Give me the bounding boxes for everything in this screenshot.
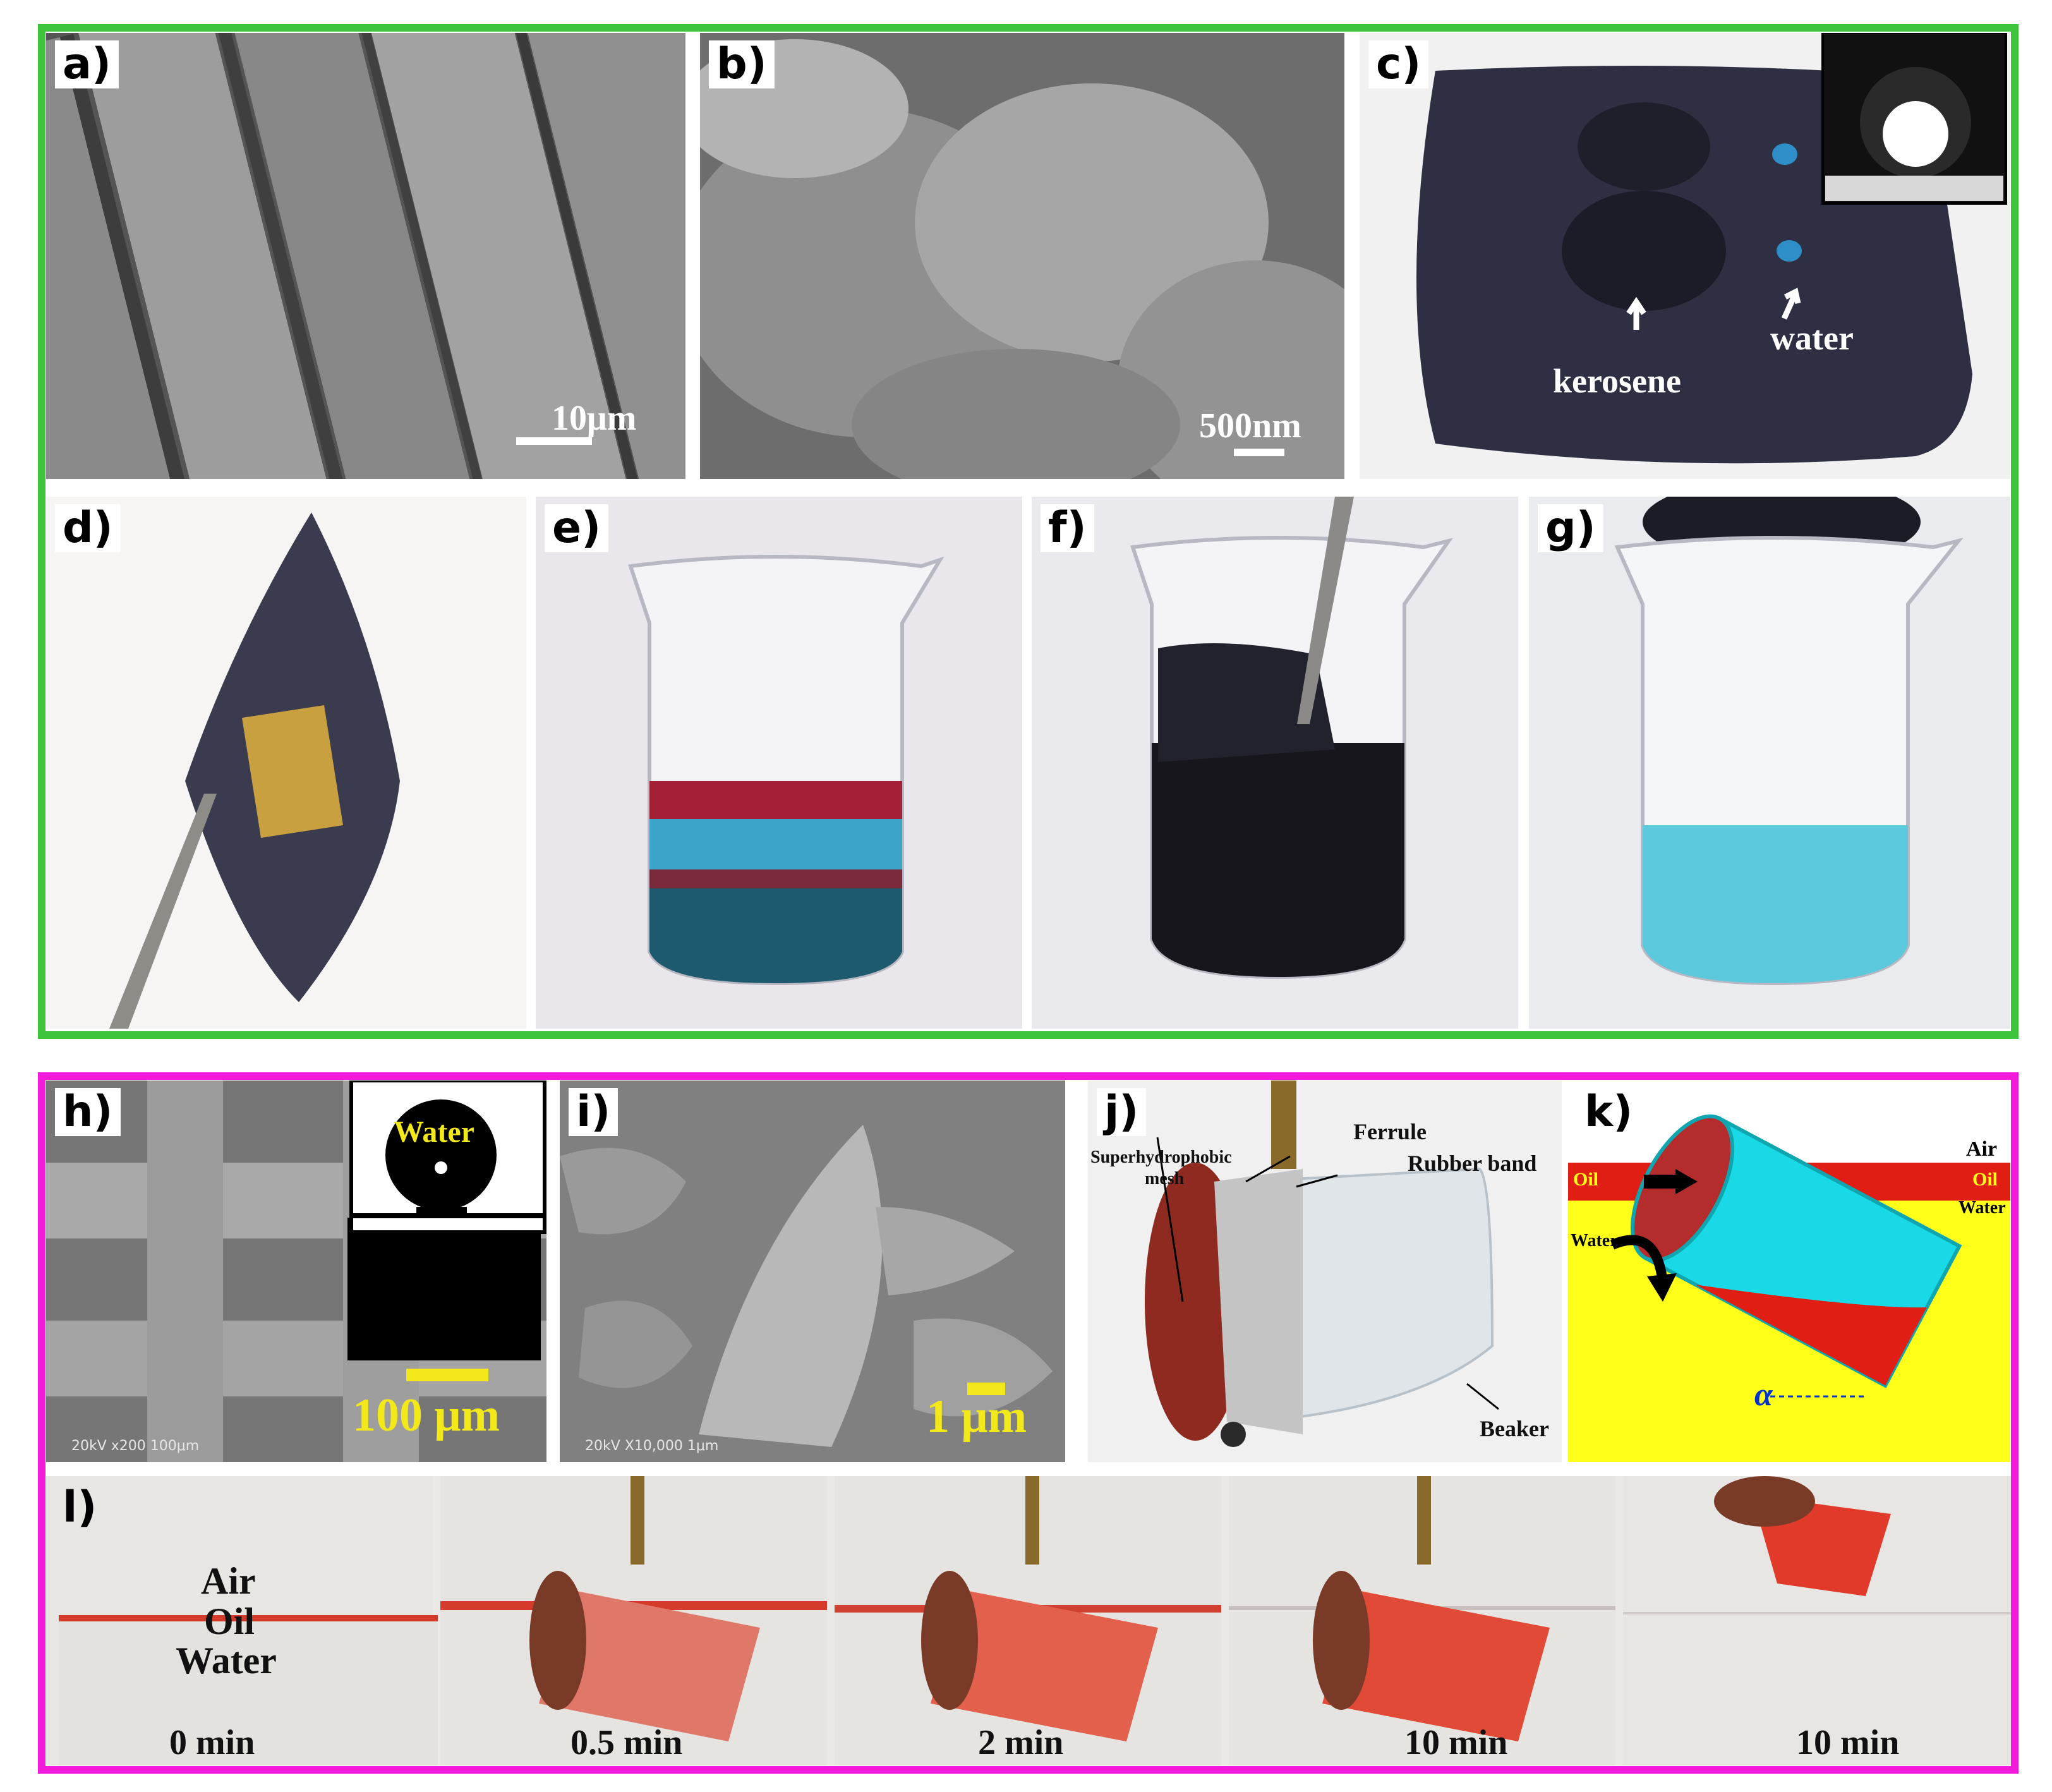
panel-f-image — [1032, 497, 1518, 1029]
k-layer-oil: Oil — [1972, 1169, 1998, 1190]
panel-f-label: f) — [1041, 504, 1094, 552]
rubber-band-annotation: Rubber band — [1408, 1151, 1537, 1176]
l-frame-1 — [440, 1476, 827, 1765]
panel-d-fabric-pouch: d) — [46, 497, 526, 1029]
panel-g-beaker-clean-water: g) — [1529, 497, 2010, 1029]
k-angle-symbol: α — [1754, 1377, 1773, 1413]
panel-i-label: i) — [569, 1088, 619, 1136]
panel-h-sem-footer: 20kV x200 100μm — [71, 1438, 200, 1454]
l-time-3: 10 min — [1404, 1723, 1508, 1762]
panel-k-image — [1568, 1081, 2010, 1462]
panel-i-scale-bar-label: 1 μm — [926, 1391, 1027, 1443]
superhydrophobic-annotation-line2: mesh — [1145, 1169, 1185, 1189]
l-frame-0 — [46, 1476, 438, 1765]
panel-a-label: a) — [55, 40, 119, 88]
l-time-4: 10 min — [1796, 1723, 1900, 1762]
beaker-annotation: Beaker — [1480, 1416, 1549, 1441]
ferrule-annotation: Ferrule — [1353, 1119, 1427, 1144]
l-time-0: 0 min — [169, 1723, 255, 1762]
k-layer-water: Water — [1958, 1198, 2006, 1218]
panel-i-image — [560, 1081, 1065, 1462]
l-time-2: 2 min — [978, 1723, 1064, 1762]
k-layer-air: Air — [1966, 1137, 1998, 1161]
panel-j-image — [1088, 1081, 1562, 1462]
panel-h-inset-water: Water — [394, 1115, 474, 1149]
superhydrophobic-annotation-line1: Superhydrophobic — [1090, 1147, 1232, 1167]
panel-h-label: h) — [55, 1088, 121, 1136]
panel-k-label: k) — [1584, 1087, 1633, 1137]
panel-a-scale-bar-label: 10μm — [552, 399, 637, 438]
panel-e-beaker-layers: e) — [536, 497, 1022, 1029]
k-arrow-oil-label: Oil — [1573, 1169, 1599, 1190]
l-layer-oil: Oil — [204, 1601, 255, 1642]
l-time-1: 0.5 min — [570, 1723, 683, 1762]
panel-b-label: b) — [709, 40, 775, 88]
panel-d-image — [46, 497, 526, 1029]
l-layer-air: Air — [201, 1560, 256, 1602]
panel-j-device-photo: j) Ferrule Superhydrophobic mesh Rubber … — [1088, 1081, 1562, 1462]
panel-i-sem-microstructure: i) 1 μm 20kV X10,000 1μm — [560, 1081, 1065, 1462]
l-frame-3 — [1229, 1476, 1615, 1765]
kerosene-annotation: kerosene — [1553, 362, 1681, 400]
panel-h-scale-bar-label: 100 μm — [353, 1389, 500, 1441]
panel-i-sem-footer: 20kV X10,000 1μm — [585, 1438, 719, 1454]
panel-b-sem-nanoparticles: b) 500nm — [700, 33, 1344, 479]
l-frame-2 — [835, 1476, 1221, 1765]
panel-j-label: j) — [1097, 1088, 1147, 1136]
l-frame-4 — [1623, 1476, 2011, 1765]
panel-g-label: g) — [1538, 504, 1603, 552]
panel-e-label: e) — [545, 504, 609, 552]
panel-l-label: l) — [63, 1482, 97, 1532]
panel-c-label: c) — [1368, 40, 1429, 88]
panel-b-image — [700, 33, 1344, 479]
panel-k-schematic: k) Air Oil Water Oil Water α — [1568, 1081, 2010, 1462]
panel-a-image — [46, 33, 685, 479]
bottom-panel-frame — [38, 1072, 2019, 1774]
panel-g-image — [1529, 497, 2010, 1029]
panel-l-image — [46, 1476, 2011, 1765]
k-arrow-water-label: Water — [1571, 1231, 1618, 1250]
panel-c-image — [1360, 33, 2010, 479]
water-annotation: water — [1770, 319, 1854, 357]
panel-d-label: d) — [55, 504, 121, 552]
panel-a-sem-fibers: a) 10μm — [46, 33, 685, 479]
top-panel-frame — [38, 24, 2019, 1039]
panel-f-beaker-absorption: f) — [1032, 497, 1518, 1029]
panel-c-fabric-droplets: c) kerosene water — [1360, 33, 2010, 479]
panel-e-image — [536, 497, 1022, 1029]
panel-h-image — [46, 1081, 546, 1462]
panel-h-sem-mesh: h) Water 100 μm 20kV x200 100μm — [46, 1081, 546, 1462]
panel-b-scale-bar-label: 500nm — [1199, 406, 1301, 445]
l-layer-water: Water — [176, 1640, 277, 1681]
panel-l-time-sequence: l) Air Oil Water 0 min 0.5 min 2 min 10 … — [46, 1476, 2011, 1765]
